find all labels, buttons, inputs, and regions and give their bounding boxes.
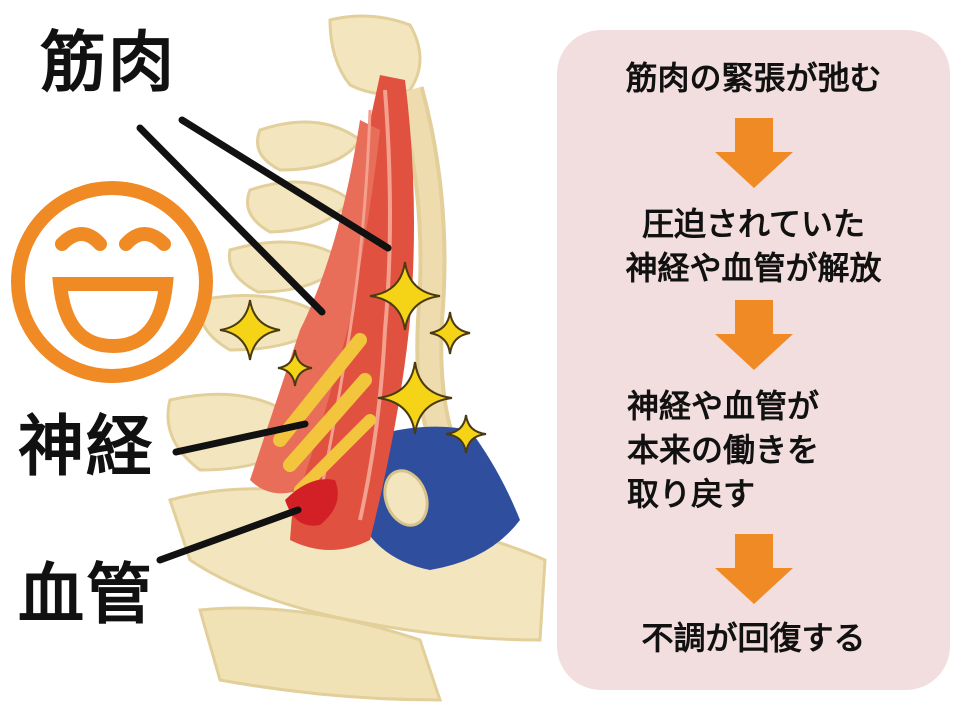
blood-vessel-label: 血管	[18, 556, 154, 633]
flow-step-muscle-relaxes: 筋肉の緊張が弛む	[557, 56, 950, 100]
sparkle-icon	[369, 261, 441, 331]
flow-step-text: 神経や血管が解放	[625, 249, 882, 287]
sparkle-icon	[429, 311, 471, 355]
flow-step-text: 圧迫されていた	[641, 205, 866, 243]
smiling-face-icon	[11, 181, 213, 383]
flow-step-function-restored: 神経や血管が 本来の働きを 取り戻す	[627, 384, 927, 516]
leader-lines	[136, 116, 392, 564]
nerve-label: 神経	[18, 408, 154, 485]
flow-step-nerves-released: 圧迫されていた 神経や血管が解放	[557, 202, 950, 290]
sparkle-icon	[377, 361, 453, 435]
muscle-label: 筋肉	[40, 24, 176, 101]
sparkle-icon	[445, 414, 487, 454]
sparkle-icon	[219, 299, 281, 361]
vein	[360, 426, 520, 570]
flow-step-text: 本来の働きを	[627, 431, 820, 469]
flow-step-text: 神経や血管が	[627, 387, 820, 425]
flow-panel: 筋肉の緊張が弛む 圧迫されていた 神経や血管が解放 神経や血管が 本来の働きを …	[557, 30, 950, 690]
flow-step-text: 取り戻す	[627, 475, 756, 513]
sparkle-icon	[277, 349, 313, 387]
sparkles	[219, 261, 487, 454]
artery	[285, 469, 429, 527]
arrow-down-icon	[715, 118, 793, 188]
flow-step-text: 筋肉の緊張が弛む	[625, 59, 882, 97]
arrow-down-icon	[715, 534, 793, 604]
arrow-down-icon	[715, 300, 793, 370]
flow-step-condition-recovers: 不調が回復する	[557, 616, 950, 660]
flow-step-text: 不調が回復する	[641, 619, 866, 657]
